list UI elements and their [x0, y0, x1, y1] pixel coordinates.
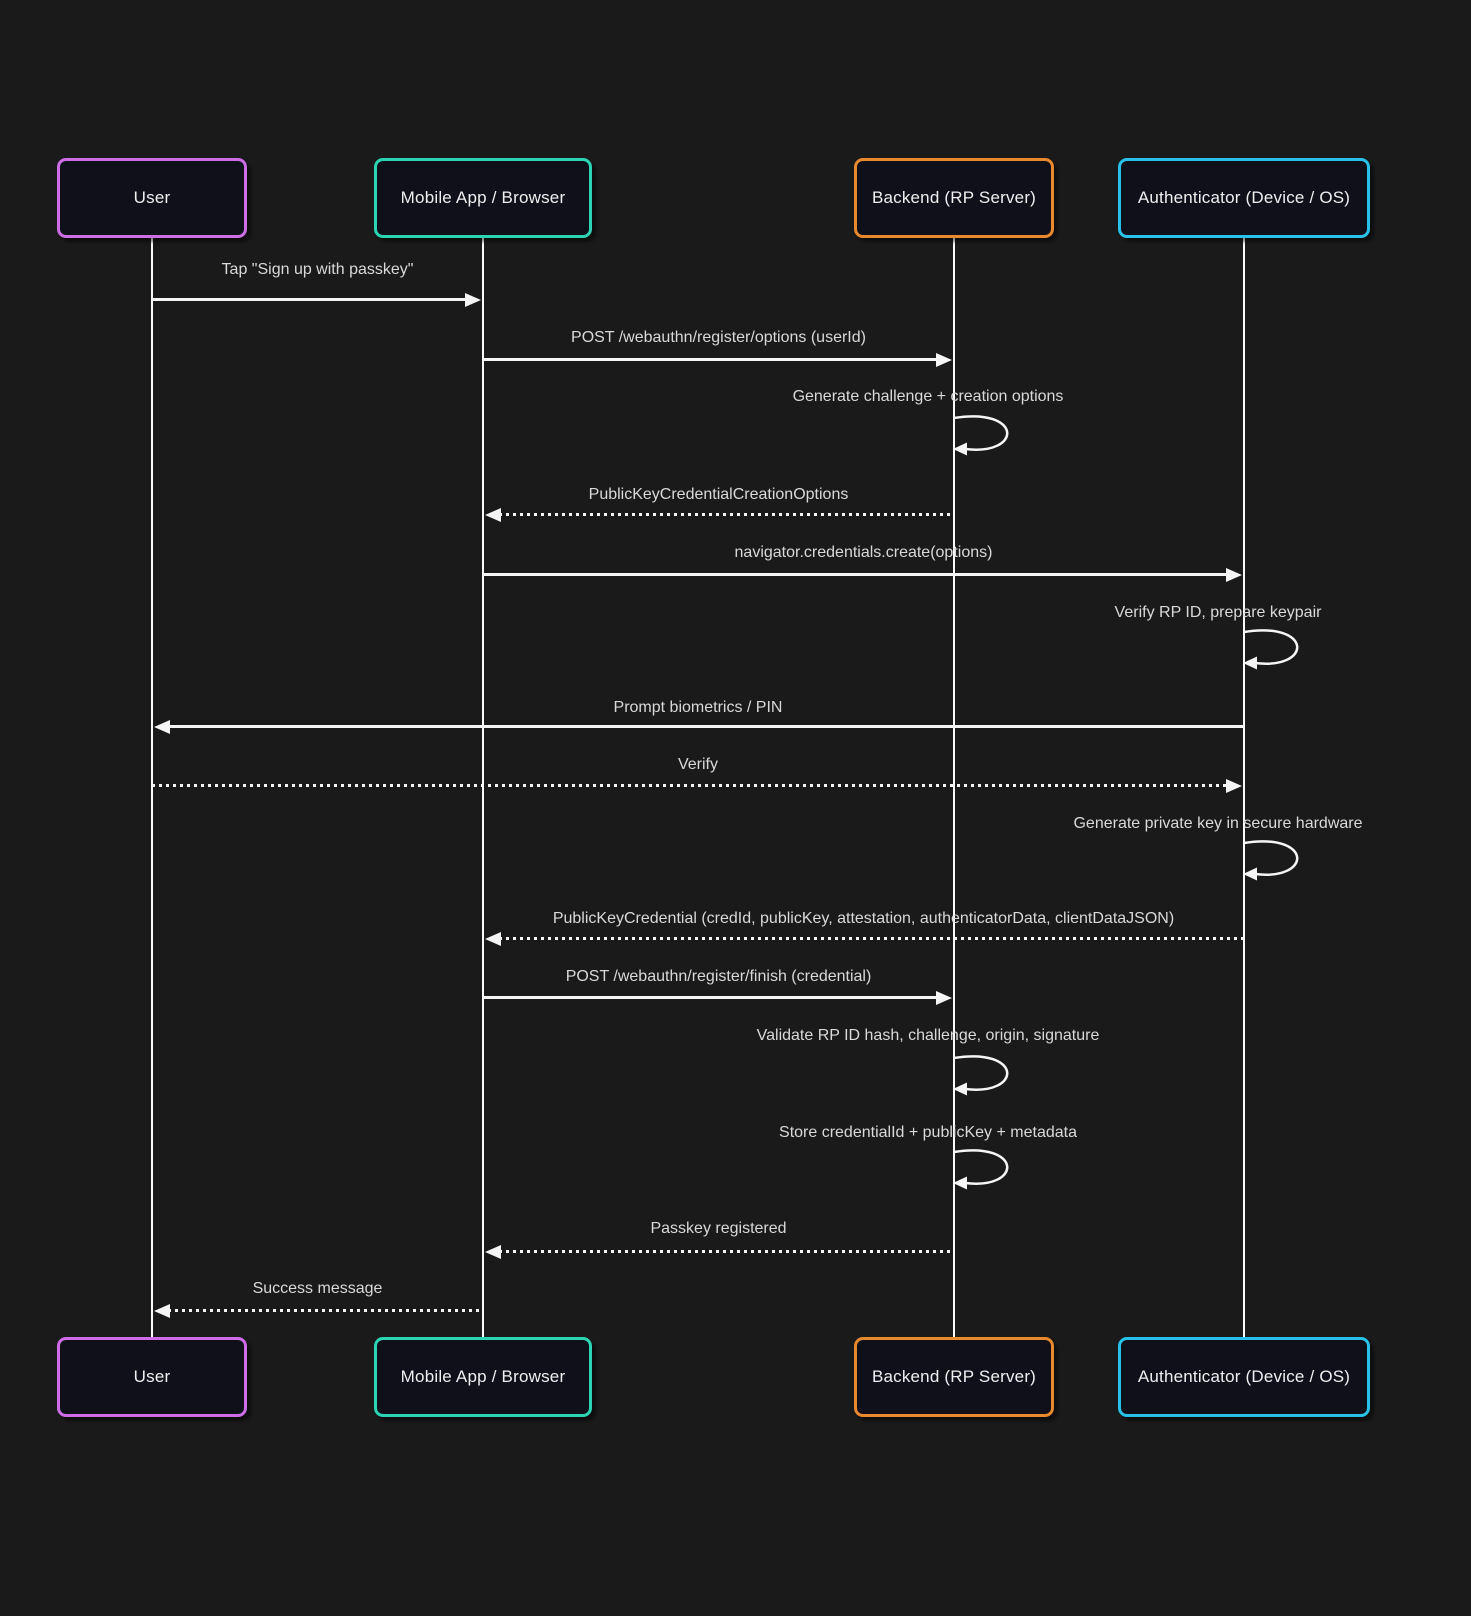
message-line — [499, 1250, 954, 1253]
actor-mobile-app-browser-top: Mobile App / Browser — [374, 158, 592, 238]
message-label: Verify RP ID, prepare keypair — [1114, 604, 1322, 621]
self-loop-arrow — [953, 1149, 1009, 1190]
message-label: navigator.credentials.create(options) — [734, 544, 993, 561]
message-line — [168, 725, 1244, 728]
message-label: PublicKeyCredential (credId, publicKey, … — [552, 910, 1175, 927]
actor-user-top: User — [57, 158, 247, 238]
lifeline-mobile-app-browser — [482, 238, 484, 1337]
message-label: POST /webauthn/register/options (userId) — [571, 329, 866, 346]
lifeline-backend-rp-server — [953, 238, 955, 1337]
message-label: Generate private key in secure hardware — [1073, 815, 1363, 832]
message-label: Tap "Sign up with passkey" — [221, 261, 414, 278]
message-line — [168, 1309, 483, 1312]
message-line — [152, 784, 1228, 787]
actor-mobile-app-browser-bottom: Mobile App / Browser — [374, 1337, 592, 1417]
actor-authenticator-top: Authenticator (Device / OS) — [1118, 158, 1370, 238]
actor-user-bottom: User — [57, 1337, 247, 1417]
self-loop-arrow — [953, 415, 1009, 456]
arrowhead — [154, 720, 170, 734]
message-label: Validate RP ID hash, challenge, origin, … — [756, 1027, 1100, 1044]
arrowhead — [936, 353, 952, 367]
message-label: Success message — [252, 1280, 383, 1297]
message-line — [483, 573, 1228, 576]
arrowhead — [465, 293, 481, 307]
actor-backend-rp-server-bottom: Backend (RP Server) — [854, 1337, 1054, 1417]
actor-backend-rp-server-top: Backend (RP Server) — [854, 158, 1054, 238]
lifeline-user — [151, 238, 153, 1337]
message-label: PublicKeyCredentialCreationOptions — [588, 486, 849, 503]
message-line — [499, 513, 954, 516]
message-line — [483, 996, 938, 999]
message-label: POST /webauthn/register/finish (credenti… — [565, 968, 872, 985]
message-line — [152, 298, 467, 301]
actor-authenticator-bottom: Authenticator (Device / OS) — [1118, 1337, 1370, 1417]
arrowhead — [936, 991, 952, 1005]
message-label: Generate challenge + creation options — [792, 388, 1064, 405]
arrowhead — [1226, 779, 1242, 793]
lifeline-authenticator — [1243, 238, 1245, 1337]
arrowhead — [1226, 568, 1242, 582]
self-loop-arrow — [1243, 629, 1299, 670]
arrowhead — [485, 508, 501, 522]
self-loop-arrow — [1243, 840, 1299, 881]
arrowhead — [154, 1304, 170, 1318]
message-label: Verify — [677, 756, 718, 773]
arrowhead — [485, 1245, 501, 1259]
message-line — [483, 358, 938, 361]
self-loop-arrow — [953, 1055, 1009, 1096]
message-label: Passkey registered — [650, 1220, 787, 1237]
message-label: Prompt biometrics / PIN — [613, 699, 783, 716]
message-line — [499, 937, 1244, 940]
arrowhead — [485, 932, 501, 946]
message-label: Store credentialId + publicKey + metadat… — [779, 1124, 1077, 1141]
